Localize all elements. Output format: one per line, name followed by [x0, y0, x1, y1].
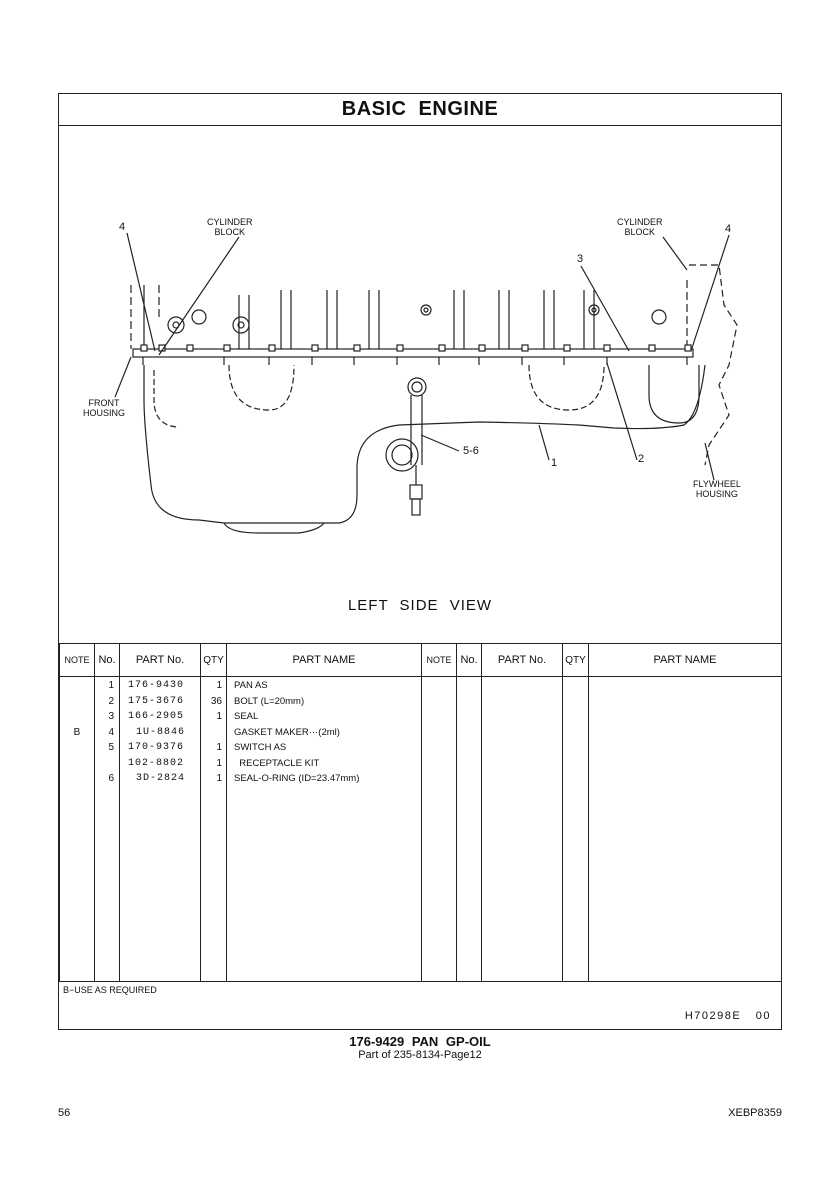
- note-cell: [60, 678, 94, 694]
- note-column: B: [59, 676, 95, 982]
- col-qty-right: QTY: [562, 643, 589, 677]
- pan-flange: [132, 348, 694, 358]
- qty-cell: 1: [216, 773, 222, 784]
- callout-4-left: 4: [119, 221, 126, 233]
- part-no-cell: 166-2905: [128, 711, 185, 722]
- note-cell: [60, 756, 94, 772]
- item-no-cell: 2: [108, 695, 114, 707]
- callout-3: 3: [577, 253, 584, 265]
- callout-flywheel-housing: FLYWHEEL HOUSING: [693, 479, 741, 499]
- parts-table-body: B 1 2 3 4 5 6: [59, 676, 782, 982]
- view-label: LEFT SIDE VIEW: [347, 597, 493, 614]
- parts-page-frame: BASIC ENGINE: [58, 93, 782, 1030]
- part-no-cell: 170-9376: [128, 742, 185, 753]
- part-no-cell: 175-3676: [128, 695, 185, 707]
- footnote-area: B−USE AS REQUIRED H70298E 00: [59, 981, 781, 1030]
- part-no-cell: 3D-2824: [136, 773, 186, 784]
- note-column-right: [421, 676, 457, 982]
- callout-cylinder-block-right-line2: BLOCK: [624, 227, 656, 237]
- col-note-left: NOTE: [59, 643, 95, 677]
- qty-cell: 1: [216, 757, 222, 769]
- callout-cylinder-block-left-line1: CYLINDER: [207, 217, 253, 227]
- callout-1: 1: [551, 457, 558, 469]
- item-no-cell: 5: [108, 742, 114, 753]
- callout-front-housing-line1: FRONT: [88, 398, 120, 408]
- item-no-cell: 6: [108, 773, 114, 784]
- col-partno-left: PART No.: [119, 643, 201, 677]
- item-no-cell: 3: [108, 711, 114, 722]
- part-name-cell: GASKET MAKER···(2ml): [234, 726, 340, 738]
- col-partname-right: PART NAME: [588, 643, 782, 677]
- footnote-text: B−USE AS REQUIRED: [63, 985, 157, 995]
- qty-cell: 1: [216, 680, 222, 691]
- callout-front-housing: FRONT HOUSING: [83, 398, 125, 418]
- callout-cylinder-block-left: CYLINDER BLOCK: [207, 217, 253, 237]
- note-cell: [60, 740, 94, 756]
- part-name-cell: SWITCH AS: [234, 742, 287, 753]
- oil-pan-illustration: [114, 232, 738, 534]
- section-title: BASIC ENGINE: [59, 94, 781, 126]
- qty-column: 1 36 1 1 1 1: [200, 676, 227, 982]
- col-no-right: No.: [456, 643, 482, 677]
- callout-2: 2: [638, 453, 645, 465]
- col-qty-left: QTY: [200, 643, 227, 677]
- callout-5-6: 5-6: [463, 445, 479, 457]
- partno-column: 176-9430 175-3676 166-2905 1U-8846 170-9…: [119, 676, 201, 982]
- item-no-cell: 1: [108, 680, 114, 691]
- callout-cylinder-block-right-line1: CYLINDER: [617, 217, 663, 227]
- part-name-cell: PAN AS: [234, 680, 268, 691]
- callout-flywheel-housing-line2: HOUSING: [695, 489, 738, 499]
- note-cell: [60, 771, 94, 787]
- callout-cylinder-block-left-line2: BLOCK: [214, 227, 246, 237]
- illustration-rev: 00: [755, 1010, 771, 1022]
- no-column: 1 2 3 4 5 6: [94, 676, 120, 982]
- callout-4-right: 4: [725, 223, 732, 235]
- illustration-code: H70298E: [684, 1010, 742, 1022]
- col-no-left: No.: [94, 643, 120, 677]
- callout-front-housing-line2: HOUSING: [83, 408, 126, 418]
- qty-column-right: [562, 676, 589, 982]
- exploded-drawing: 4 CYLINDER BLOCK FRONT HOUSING CYLINDER …: [59, 125, 781, 643]
- qty-cell: 1: [216, 711, 222, 722]
- illustration-ref: H70298E 00: [685, 1010, 771, 1022]
- col-partno-right: PART No.: [481, 643, 563, 677]
- col-partname-left: PART NAME: [226, 643, 422, 677]
- note-cell: [60, 709, 94, 725]
- group-caption-sub: Part of 235-8134-Page12: [358, 1049, 482, 1061]
- qty-cell: 36: [210, 695, 222, 707]
- parts-table-header: NOTE No. PART No. QTY PART NAME NOTE No.…: [59, 643, 782, 677]
- part-no-cell: 1U-8846: [136, 726, 186, 738]
- part-no-cell: 176-9430: [128, 680, 185, 691]
- page-number: 56: [58, 1107, 71, 1119]
- parts-table: NOTE No. PART No. QTY PART NAME NOTE No.…: [59, 643, 782, 982]
- note-cell: [60, 694, 94, 710]
- part-name-cell: RECEPTACLE KIT: [234, 757, 320, 769]
- no-column-right: [456, 676, 482, 982]
- qty-cell: 1: [216, 742, 222, 753]
- qty-cell: [201, 725, 222, 741]
- item-no-cell: 4: [108, 726, 114, 738]
- partname-column: PAN AS BOLT (L=20mm) SEAL GASKET MAKER··…: [226, 676, 422, 982]
- callout-flywheel-housing-line1: FLYWHEEL: [693, 479, 741, 489]
- part-name-cell: BOLT (L=20mm): [234, 695, 305, 707]
- document-code: XEBP8359: [728, 1107, 782, 1119]
- item-no-cell: [95, 756, 114, 772]
- part-no-cell: 102-8802: [128, 757, 185, 769]
- col-note-right: NOTE: [421, 643, 457, 677]
- group-caption: 176-9429 PAN GP-OIL: [349, 1034, 491, 1049]
- part-name-cell: SEAL-O-RING (ID=23.47mm): [234, 773, 360, 784]
- callout-cylinder-block-right: CYLINDER BLOCK: [617, 217, 663, 237]
- partno-column-right: [481, 676, 563, 982]
- partname-column-right: [588, 676, 782, 982]
- part-name-cell: SEAL: [234, 711, 259, 722]
- note-cell: B: [73, 726, 81, 738]
